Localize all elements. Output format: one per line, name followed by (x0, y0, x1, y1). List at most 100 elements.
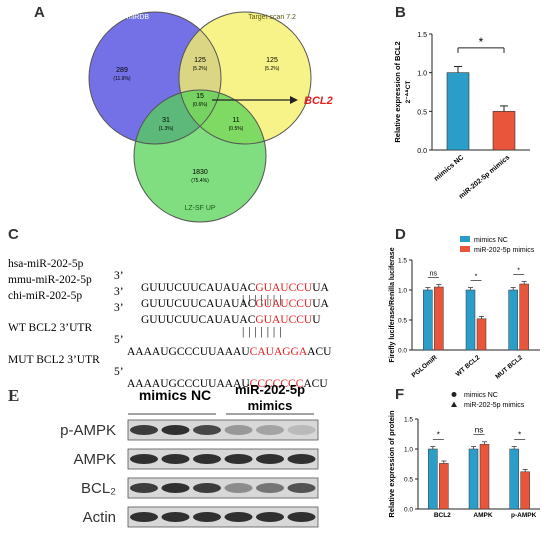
y-tick-label: 0.5 (404, 477, 413, 484)
bar (446, 72, 470, 151)
seq-name: mmu-miR-202-5p (8, 274, 92, 286)
seq-dir: 5’ (114, 334, 124, 346)
seq-seed: GUAUCCU (255, 282, 313, 294)
blot-band (224, 454, 253, 464)
bar (439, 463, 449, 510)
region-pct: (0.6%) (193, 102, 208, 108)
region-pct: (0.5%) (229, 126, 244, 132)
x-tick-label: WT BCL2 (455, 354, 482, 378)
x-tick-label: PGLOmiR (411, 354, 439, 379)
set-label-mirdb: miRDB (127, 14, 149, 21)
region-count: 1830 (192, 169, 208, 176)
bar (428, 448, 438, 510)
blot-band (224, 425, 253, 435)
seq-row-mmu: mmu-miR-202-5p 3’ GUUUCUUCAUAUACGUAUCCUU… (8, 262, 329, 322)
seq-seed: CAUAGGA (249, 346, 308, 358)
bar (434, 286, 444, 351)
seq-seed: CCCCCCC (249, 378, 304, 390)
legend-swatch (460, 236, 470, 242)
seq-seed: GUAUCCU (255, 314, 313, 326)
pairing-lines-2: | | | | | | | (242, 326, 282, 338)
blot-band (130, 483, 158, 493)
seq-seed: GUAUCCU (255, 298, 313, 310)
bar (508, 289, 518, 351)
blot-band (161, 483, 190, 493)
blot-band (224, 483, 253, 493)
blot-row-label: BCL₂ (81, 480, 116, 497)
seq-tail: ACU (303, 378, 328, 390)
region-count: 11 (232, 117, 239, 124)
sig-label: ns (475, 426, 483, 435)
y-axis-label-2: 2⁻ᐞᐞCT (404, 81, 412, 104)
y-tick-label: 0.5 (398, 318, 407, 325)
bar (509, 448, 519, 510)
blot-band (287, 483, 316, 493)
bcl2-target-label: BCL2 (304, 95, 333, 107)
group-label-mimics-2: mimics (248, 398, 293, 413)
bar (476, 318, 487, 351)
seq-dir: 3’ (114, 286, 124, 298)
y-axis-label: Relative expression of protein (387, 410, 396, 518)
blot-band (256, 425, 284, 435)
seq-tail: UA (312, 282, 329, 294)
blot-band (224, 512, 253, 522)
blot-row-label: p-AMPK (60, 422, 116, 439)
bar (465, 289, 476, 351)
region-pct: (5.2%) (193, 66, 208, 72)
region-count: 15 (196, 93, 204, 100)
sig-label: * (517, 267, 520, 274)
bar (479, 443, 490, 510)
x-tick-label: miR-202-5p mimics (458, 154, 511, 200)
seq-black: AAAAUGCCCUUAAAU (127, 378, 250, 390)
bar (520, 471, 530, 510)
region-count: 31 (162, 117, 170, 124)
x-tick-label: AMPK (473, 512, 492, 519)
blot-band (287, 454, 316, 464)
seq-black: AAAAUGCCCUUAAAU (127, 346, 250, 358)
bar (423, 289, 433, 351)
x-tick-label: BCL2 (434, 512, 451, 519)
seq-row-chi: chi-miR-202-5p 3’ GUUUCUUCAUAUACGUAUCCUU (8, 278, 321, 338)
group-label-mimics-1: miR-202-5p (235, 382, 305, 397)
arrow-head-icon (290, 96, 298, 104)
bar (468, 448, 479, 510)
seq-row-wt: WT BCL2 3’UTR 5’ AAAAUGCCCUUAAAUCAUAGGAA… (8, 310, 331, 370)
panel-a-letter: A (34, 4, 45, 21)
x-tick-label: MUT BCL2 (494, 354, 524, 381)
y-axis-label: Firefly luciferase/Renilla luciferase (389, 247, 396, 362)
y-axis-label: Relative expression of BCL2 (393, 41, 402, 142)
bar (519, 283, 529, 351)
seq-name: MUT BCL2 3’UTR (8, 354, 100, 366)
blot-band (130, 425, 158, 435)
blot-band (193, 454, 221, 464)
seq-row-mut: MUT BCL2 3’UTR 5’ AAAAUGCCCUUAAAUCCCCCCC… (8, 342, 328, 402)
blot-band (130, 512, 158, 522)
region-count: 289 (116, 67, 128, 74)
seq-name: hsa-miR-202-5p (8, 258, 84, 270)
sig-label: * (518, 430, 521, 439)
blot-row-label: Actin (83, 509, 116, 526)
legend-label: miR-202-5p mimics (464, 402, 525, 409)
blot-band (287, 425, 316, 435)
blot-band (256, 512, 284, 522)
y-tick-label: 0.0 (398, 348, 407, 355)
panel-e-letter: E (8, 386, 20, 405)
panel-c-letter: C (8, 226, 19, 243)
sig-label: * (475, 273, 478, 280)
seq-tail: ACU (307, 346, 332, 358)
seq-black: GUUUCUUCAUAUAC (141, 282, 256, 294)
y-tick-label: 0.5 (417, 109, 427, 116)
blot-row-label: AMPK (73, 451, 116, 468)
panel-b-letter: B (395, 4, 406, 21)
set-label-lzsf: LZ-SF UP (184, 205, 215, 212)
legend-label: mimics NC (464, 392, 498, 399)
seq-black: GUUUCUUCAUAUAC (141, 298, 256, 310)
y-tick-label: 1.5 (404, 417, 413, 424)
seq-row-hsa: hsa-miR-202-5p 3’ GUUUCUUCAUAUACGUAUCCUU… (8, 246, 329, 306)
blot-band (256, 454, 284, 464)
seq-dir: 5’ (114, 366, 124, 378)
panel-f-letter: F (395, 386, 405, 403)
